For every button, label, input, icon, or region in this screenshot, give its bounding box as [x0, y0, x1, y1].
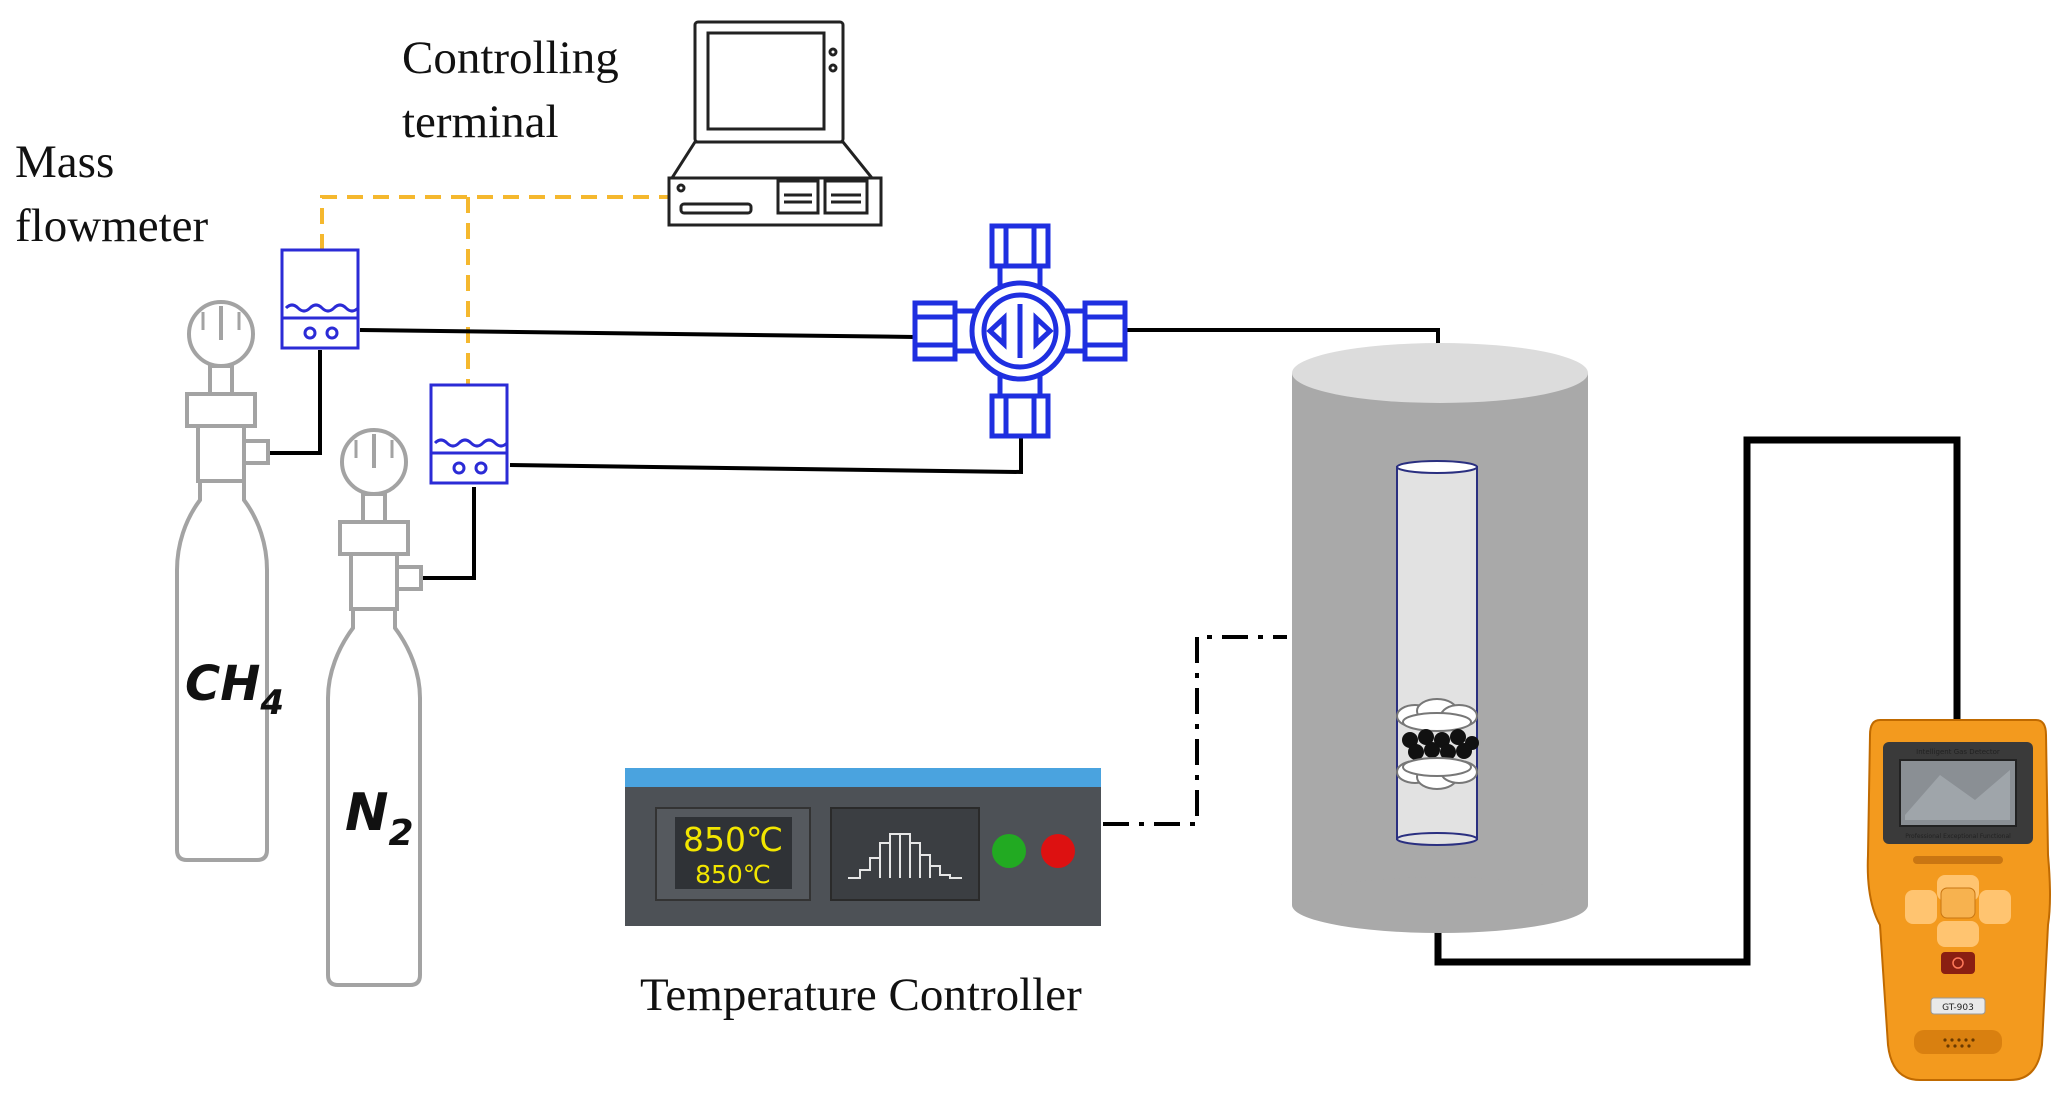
- pipe-n2-to-flowmeter: [420, 487, 476, 580]
- controlling-terminal-label-line2: terminal: [402, 96, 559, 148]
- gas-detector-back-key[interactable]: [1905, 890, 1937, 924]
- quartz-wool-lower: [1396, 757, 1478, 790]
- thermocouple-line: [1103, 635, 1287, 826]
- controlling-terminal-label-line1: Controlling: [402, 32, 619, 84]
- gas-detector-down-key[interactable]: [1937, 921, 1979, 947]
- mass-flowmeter-label-line1: Mass: [15, 136, 114, 188]
- catalyst-bed: [1402, 729, 1479, 760]
- controlling-terminal-computer: [667, 20, 883, 227]
- n2-cylinder-body: [326, 607, 422, 987]
- signal-line-flowmeter1: [320, 195, 672, 250]
- furnace-top: [1292, 343, 1588, 403]
- gas-detector-power-key[interactable]: [1941, 952, 1975, 974]
- temperature-display-main: 850℃: [683, 820, 783, 859]
- ch4-label: CH4: [185, 656, 284, 723]
- ch4-cylinder-body: [175, 479, 269, 862]
- pipe-flowmeter1-to-valve: [359, 328, 916, 339]
- program-profile-display: [830, 807, 980, 901]
- mass-flowmeter-label-line2: flowmeter: [15, 200, 208, 252]
- gas-detector-model: GT-903: [1942, 1003, 1974, 1013]
- pipe-ch4-to-flowmeter: [268, 350, 322, 455]
- ch4-cylinder: [175, 300, 270, 862]
- mass-flowmeter-2: [429, 383, 509, 485]
- gas-detector-keypad: [1905, 875, 2011, 974]
- signal-wiring: [320, 195, 672, 387]
- controlling-terminal-label: Controlling terminal: [402, 32, 630, 148]
- gas-detector: Intelligent Gas Detector Professional Ex…: [1866, 719, 2051, 1081]
- temperature-controller: 850℃ 850℃: [625, 768, 1101, 926]
- gas-detector-ok-key[interactable]: [1940, 887, 1976, 919]
- power-icon: [1952, 957, 1964, 969]
- n2-cylinder: [326, 428, 423, 987]
- gas-detector-enter-key[interactable]: [1979, 890, 2011, 924]
- gas-pipes: [268, 328, 1961, 966]
- green-indicator-button[interactable]: [992, 834, 1026, 868]
- gas-detector-subheader: Professional Exceptional Functional: [1905, 833, 2011, 840]
- quartz-wool-upper: [1396, 698, 1478, 732]
- gas-detector-header: Intelligent Gas Detector: [1916, 748, 2000, 756]
- four-way-valve: [912, 223, 1128, 439]
- pipe-reactor-to-detector: [1434, 436, 1961, 966]
- quartz-tube-reactor: [1396, 460, 1479, 846]
- mass-flowmeter-1: [280, 248, 360, 350]
- red-indicator-button[interactable]: [1041, 834, 1075, 868]
- n2-label: N2: [345, 783, 414, 854]
- mass-flowmeter-label: Mass flowmeter: [15, 136, 208, 252]
- temperature-display-sub: 850℃: [695, 860, 771, 889]
- temperature-controller-label: Temperature Controller: [640, 969, 1082, 1021]
- pipe-flowmeter2-to-valve: [509, 438, 1023, 475]
